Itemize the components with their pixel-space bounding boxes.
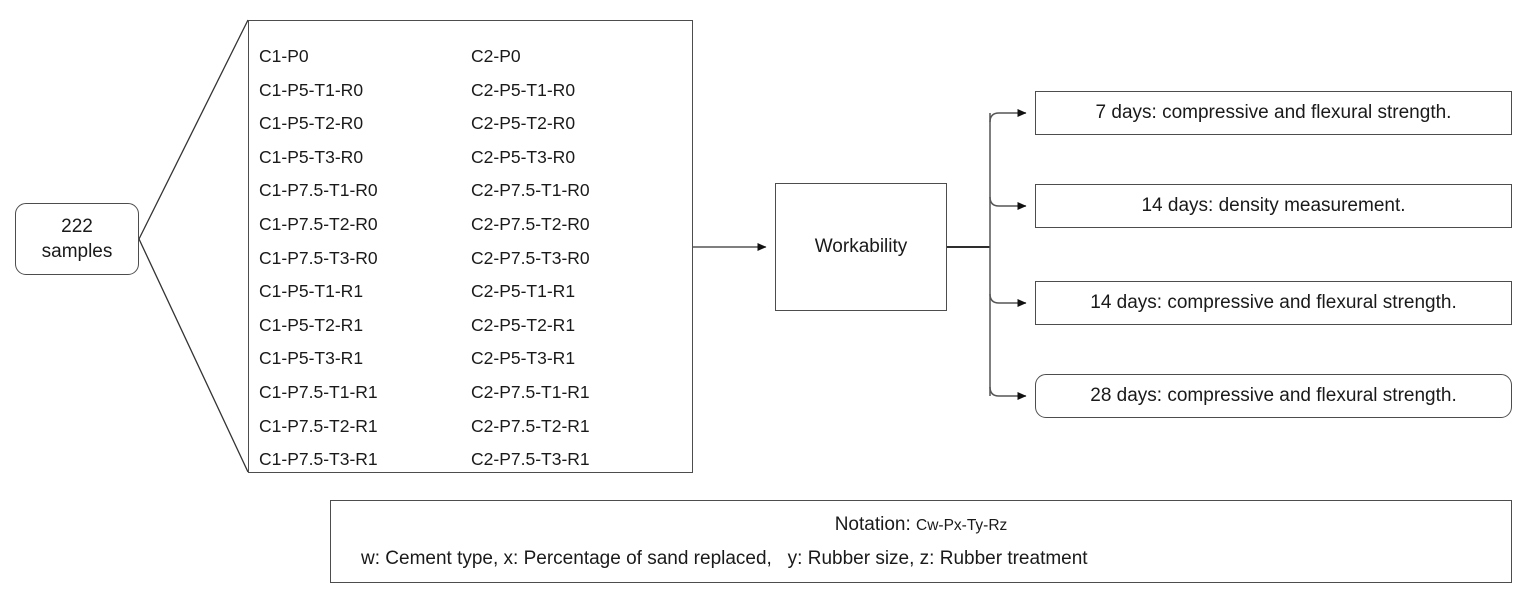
workability-node[interactable]: Workability bbox=[775, 183, 947, 311]
list-item: C2-P5-T3-R0 bbox=[471, 146, 576, 167]
mix-list-column-c2: C2-P0 C2-P5-T1-R0 C2-P5-T2-R0 C2-P5-T3-R… bbox=[471, 40, 683, 477]
test-label: 14 days: density measurement. bbox=[1141, 195, 1406, 216]
test-node-14-days-density[interactable]: 14 days: density measurement. bbox=[1035, 184, 1512, 228]
list-item: C2-P7.5-T2-R1 bbox=[471, 415, 590, 436]
mix-list-columns: C1-P0 C1-P5-T1-R0 C1-P5-T2-R0 C1-P5-T3-R… bbox=[259, 40, 684, 477]
list-item: C2-P7.5-T3-R0 bbox=[471, 247, 590, 268]
list-item: C1-P7.5-T2-R0 bbox=[259, 213, 378, 234]
notation-code: Cw-Px-Ty-Rz bbox=[916, 516, 1008, 534]
test-label: 14 days: compressive and flexural streng… bbox=[1090, 292, 1457, 313]
edge-branch-3 bbox=[989, 386, 1027, 400]
samples-node[interactable]: 222 samples bbox=[15, 203, 139, 275]
list-item: C2-P5-T2-R0 bbox=[471, 113, 576, 134]
list-item: C1-P7.5-T1-R1 bbox=[259, 381, 378, 402]
list-item: C2-P7.5-T1-R0 bbox=[471, 180, 590, 201]
list-item: C2-P5-T2-R1 bbox=[471, 314, 576, 335]
notation-legend-text: w: Cement type, x: Percentage of sand re… bbox=[361, 547, 1088, 569]
list-item: C1-P5-T1-R0 bbox=[259, 79, 364, 100]
edge-branch-1 bbox=[989, 196, 1027, 210]
list-item: C1-P7.5-T1-R0 bbox=[259, 180, 378, 201]
notation-title: Notation: bbox=[834, 513, 911, 535]
workability-label: Workability bbox=[814, 236, 908, 257]
mix-list-column-c1: C1-P0 C1-P5-T1-R0 C1-P5-T2-R0 C1-P5-T3-R… bbox=[259, 40, 471, 477]
edge-branch-2 bbox=[989, 293, 1027, 307]
list-item: C1-P7.5-T2-R1 bbox=[259, 415, 378, 436]
list-item: C2-P5-T1-R0 bbox=[471, 79, 576, 100]
list-item: C2-P7.5-T3-R1 bbox=[471, 449, 590, 470]
list-item: C2-P0 bbox=[471, 46, 521, 66]
list-item: C1-P5-T2-R0 bbox=[259, 113, 364, 134]
list-item: C1-P7.5-T3-R0 bbox=[259, 247, 378, 268]
notation-title-line: Notation: Cw-Px-Ty-Rz bbox=[835, 511, 1008, 540]
test-node-28-days-strength[interactable]: 28 days: compressive and flexural streng… bbox=[1035, 374, 1512, 418]
list-item: C1-P5-T3-R0 bbox=[259, 146, 364, 167]
list-item: C1-P7.5-T3-R1 bbox=[259, 449, 378, 470]
edge-branch-0 bbox=[989, 109, 1027, 123]
notation-legend-node: Notation: Cw-Px-Ty-Rz w: Cement type, x:… bbox=[330, 500, 1512, 583]
test-label: 7 days: compressive and flexural strengt… bbox=[1095, 102, 1452, 123]
list-item: C2-P7.5-T1-R1 bbox=[471, 381, 590, 402]
test-label: 28 days: compressive and flexural streng… bbox=[1090, 385, 1457, 406]
mix-list-node[interactable]: C1-P0 C1-P5-T1-R0 C1-P5-T2-R0 C1-P5-T3-R… bbox=[248, 20, 693, 473]
list-item: C1-P5-T3-R1 bbox=[259, 348, 364, 369]
list-item: C1-P5-T2-R1 bbox=[259, 314, 364, 335]
list-item: C1-P0 bbox=[259, 46, 309, 66]
list-item: C1-P5-T1-R1 bbox=[259, 281, 364, 302]
edge-samples-to-list-bottom bbox=[138, 238, 249, 473]
list-item: C2-P7.5-T2-R0 bbox=[471, 213, 590, 234]
list-item: C2-P5-T1-R1 bbox=[471, 281, 576, 302]
test-node-14-days-strength[interactable]: 14 days: compressive and flexural streng… bbox=[1035, 281, 1512, 325]
samples-label: 222 samples bbox=[41, 216, 113, 262]
list-item: C2-P5-T3-R1 bbox=[471, 348, 576, 369]
test-node-7-days-strength[interactable]: 7 days: compressive and flexural strengt… bbox=[1035, 91, 1512, 135]
edge-samples-to-list-top bbox=[138, 19, 249, 240]
